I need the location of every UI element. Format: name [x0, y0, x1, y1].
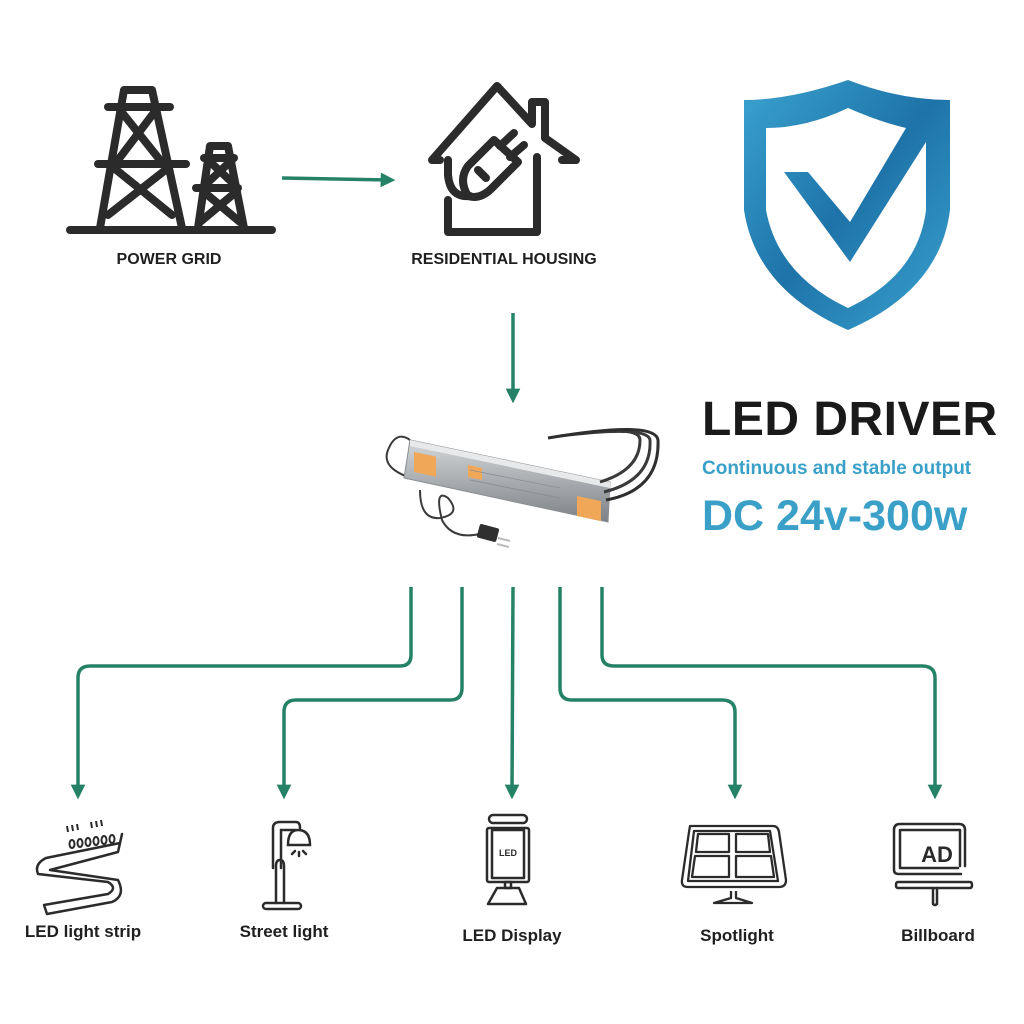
led-driver-device-icon [385, 428, 660, 548]
billboard-icon [892, 822, 974, 907]
application-label-led-display: LED Display [462, 926, 562, 945]
product-title: LED DRIVER [702, 393, 998, 446]
product-spec: DC 24v-300w [702, 492, 968, 540]
application-label-street-light: Street light [239, 922, 329, 941]
branch-arrows [70, 586, 943, 800]
application-label-spotlight: Spotlight [700, 926, 774, 945]
power-grid-label: POWER GRID [116, 251, 222, 268]
house-plug-icon [428, 82, 580, 236]
product-subtitle: Continuous and stable output [702, 458, 972, 479]
shield-check-icon [744, 80, 950, 330]
application-label-billboard: Billboard [901, 926, 975, 945]
led-display-icon-text: LED [499, 848, 518, 858]
billboard-icon-text: AD [921, 842, 953, 867]
spotlight-icon [680, 824, 788, 905]
arrow-to-billboard [600, 587, 943, 800]
led-strip-icon [35, 819, 124, 916]
arrow-grid-to-house [281, 172, 396, 188]
arrow-to-led-strip [70, 587, 413, 800]
arrow-to-street-light [276, 587, 464, 800]
power-tower-icon [66, 86, 276, 234]
street-light-icon [261, 820, 312, 911]
led-display-icon [485, 813, 531, 906]
arrow-to-spotlight [558, 587, 743, 800]
residential-housing-label: RESIDENTIAL HOUSING [411, 251, 597, 268]
application-label-led-strip: LED light strip [24, 922, 142, 941]
arrow-to-led-display [504, 586, 520, 800]
